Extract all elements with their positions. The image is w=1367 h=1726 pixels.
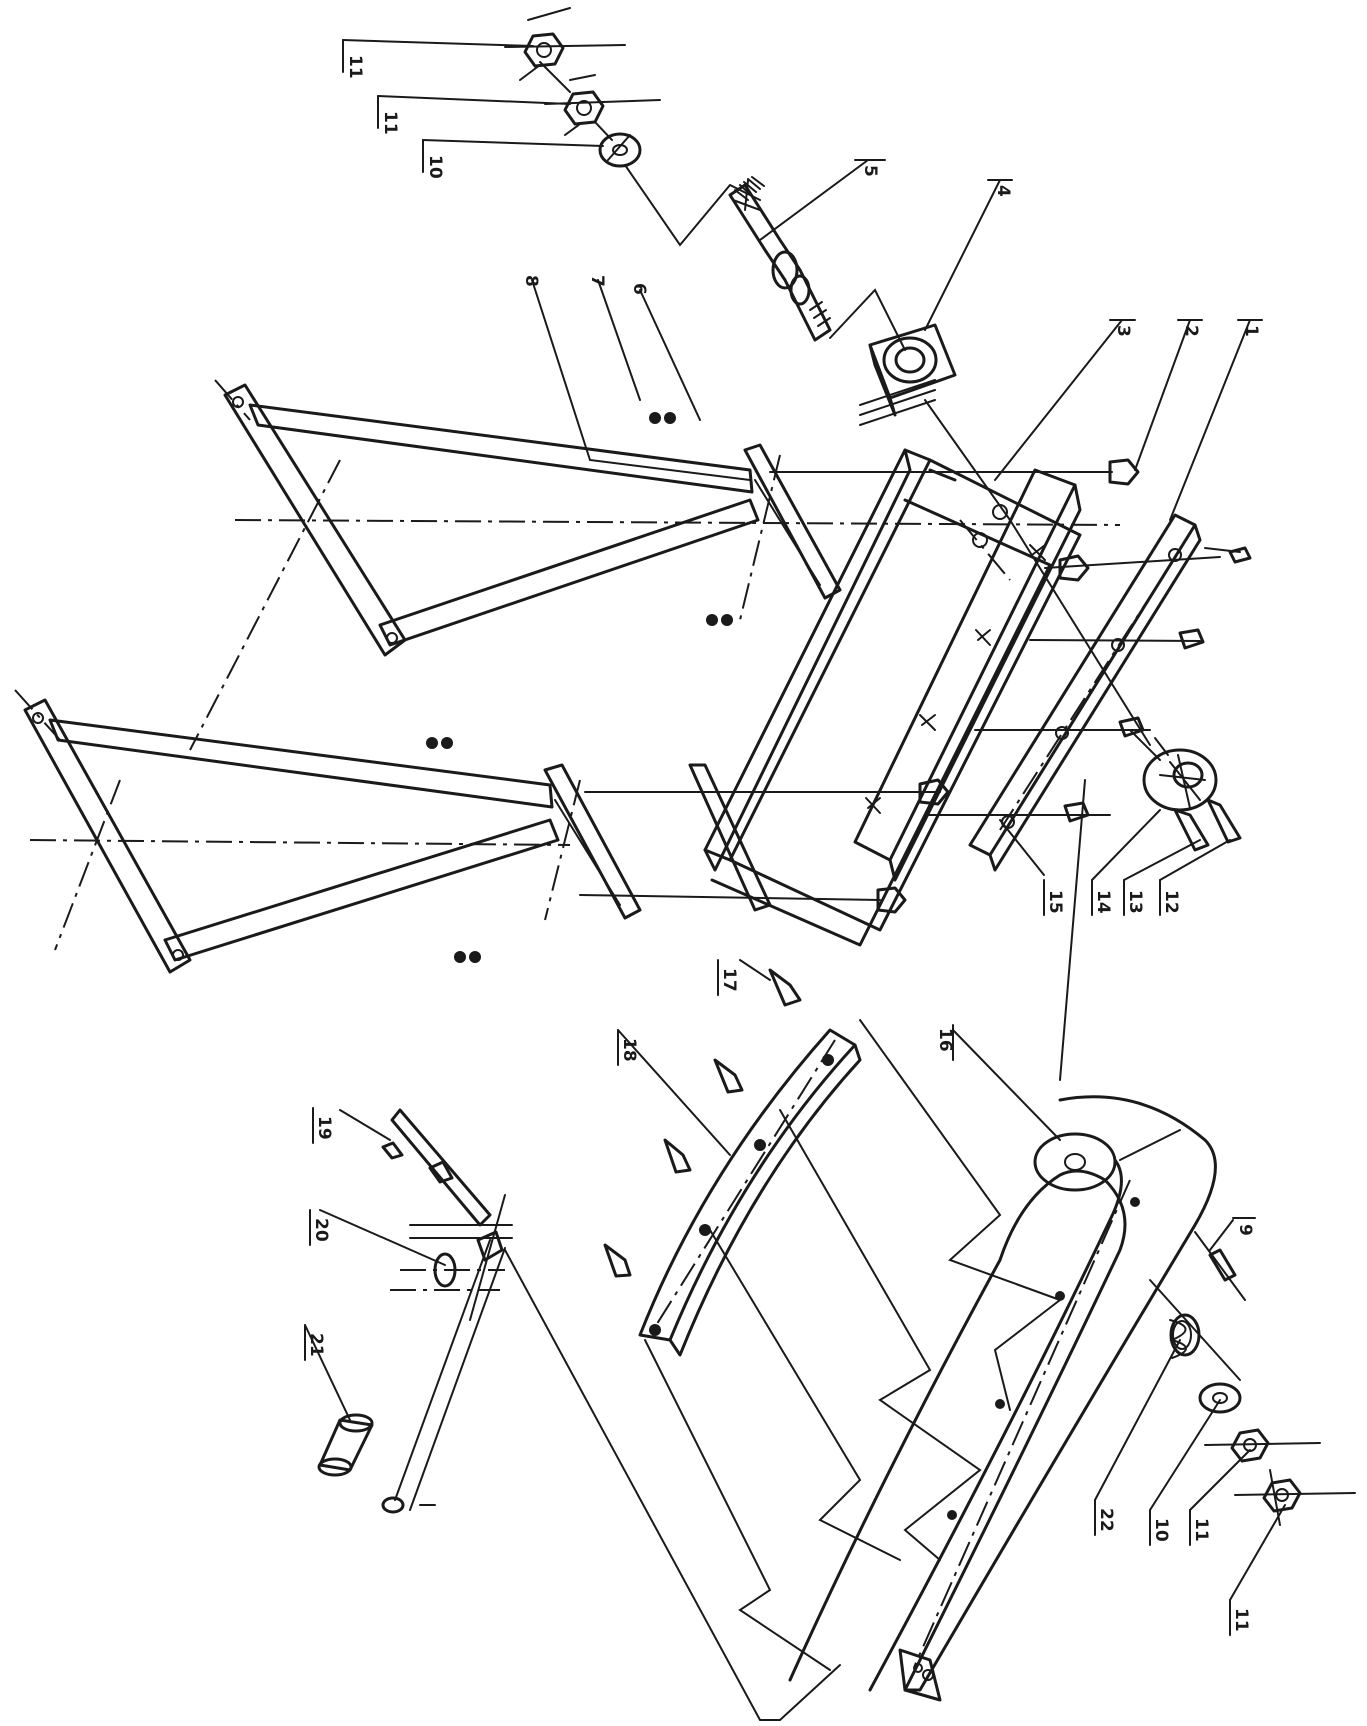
label-9: 9: [1235, 1224, 1255, 1236]
nut-11-bottom-a: [1204, 1428, 1321, 1463]
bearing-block-4: [859, 323, 957, 426]
axis-chain-top: [539, 61, 761, 247]
zigzag-leaders: [504, 779, 1086, 1721]
label-leaders: [304, 39, 1286, 1601]
label-1: 1: [1241, 325, 1261, 337]
bolt-9: [1194, 1231, 1246, 1301]
label-10-b: 10: [1151, 1518, 1171, 1542]
nut-11-top: [504, 7, 626, 81]
threaded-shaft-5: [728, 176, 832, 342]
screws-on-flat-bar: [865, 544, 1046, 814]
handle-21: [317, 1413, 374, 1477]
axis-4-down: [924, 399, 1011, 521]
nut-pairs: [426, 412, 733, 963]
label-11-d: 11: [1231, 1608, 1251, 1632]
curved-bar-18: [603, 968, 862, 1357]
label-8: 8: [521, 275, 541, 287]
label-13: 13: [1125, 890, 1145, 914]
label-2: 2: [1181, 325, 1201, 337]
shaft-20: [381, 1108, 513, 1514]
part-labels: 11 11 10 5 4 3 2 1 8 7 6 15 14 13 12 16 …: [304, 39, 1263, 1636]
a-frame-8-left: [14, 689, 642, 974]
label-10-a: 10: [425, 155, 445, 179]
washer-10-top: [598, 132, 642, 168]
flange-14: [1129, 729, 1242, 852]
arc-rail: [788, 1095, 1217, 1702]
label-6: 6: [629, 283, 649, 295]
label-5: 5: [860, 165, 880, 177]
washer-10-bottom: [1198, 1382, 1242, 1414]
axis-5-4: [829, 288, 906, 351]
label-21: 21: [306, 1333, 326, 1357]
label-11-a: 11: [345, 55, 365, 79]
label-17: 17: [719, 968, 739, 992]
label-11-b: 11: [380, 111, 400, 135]
label-18: 18: [619, 1038, 639, 1062]
bolts-row: [579, 458, 1252, 914]
label-3: 3: [1113, 325, 1133, 337]
label-20: 20: [311, 1218, 331, 1242]
spring-22: [1149, 1279, 1241, 1381]
label-15: 15: [1045, 890, 1065, 914]
flat-bar-3: [853, 468, 1082, 882]
label-14: 14: [1093, 890, 1113, 914]
nut-11-bottom-b: [1234, 1469, 1356, 1526]
label-12: 12: [1161, 890, 1181, 914]
label-16: 16: [935, 1028, 955, 1052]
label-11-c: 11: [1191, 1518, 1211, 1542]
label-22: 22: [1096, 1508, 1116, 1532]
label-4: 4: [993, 185, 1013, 197]
a-frame-8-right: [189, 379, 1121, 751]
label-7: 7: [587, 275, 607, 287]
label-19: 19: [314, 1116, 334, 1140]
axis-flange: [1009, 519, 1151, 746]
